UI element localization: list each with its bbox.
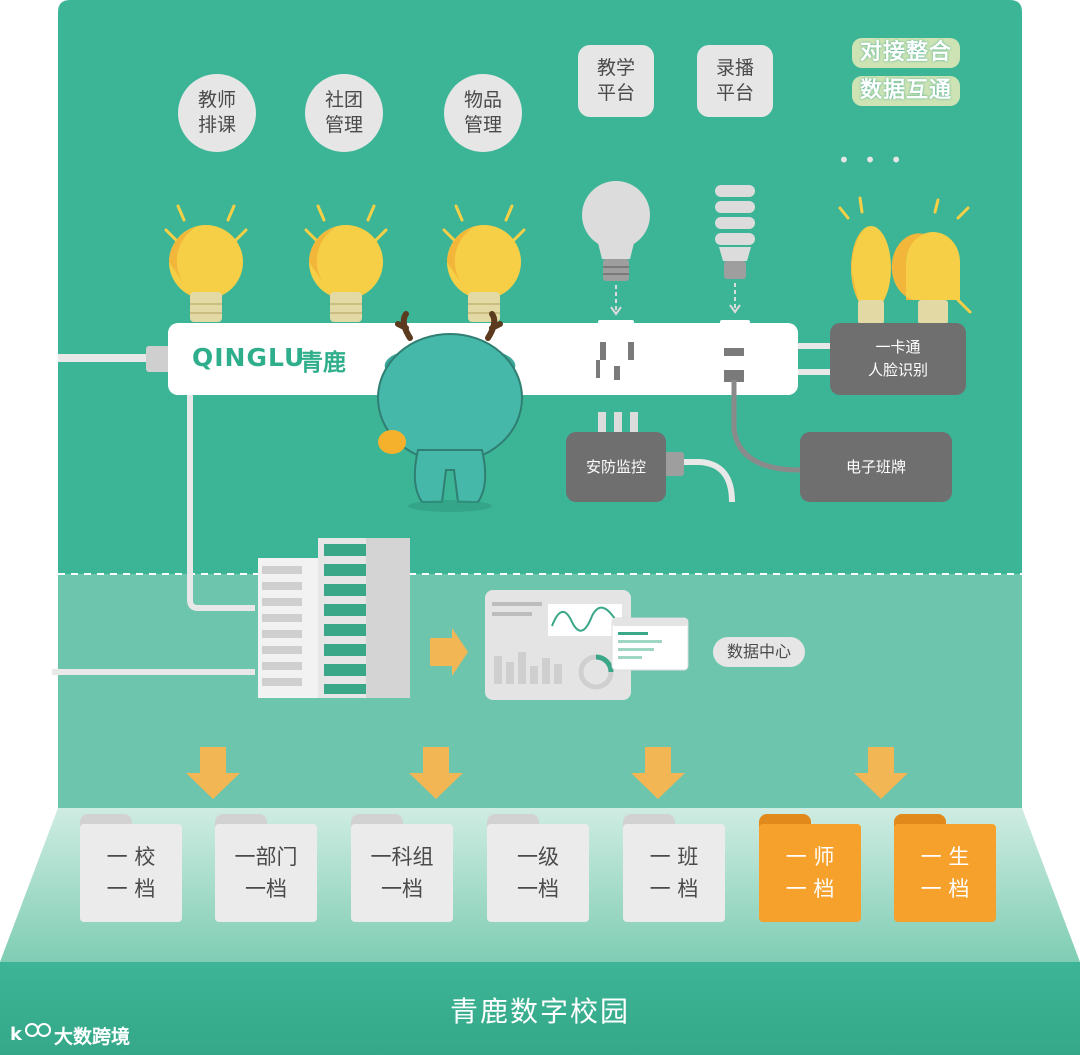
bulb-icon bbox=[304, 204, 388, 322]
bulbs-graphic bbox=[164, 181, 972, 324]
spiral-bulb-icon bbox=[715, 185, 755, 314]
bubble-teacher-scheduling: 教师 排课 bbox=[178, 74, 256, 152]
integration-tag-line2: 数据互通 bbox=[852, 76, 961, 106]
brand-cn: 青鹿 bbox=[300, 350, 346, 376]
data-center-label: 数据中心 bbox=[713, 637, 806, 667]
watermark-text: 大数跨境 bbox=[54, 1026, 131, 1048]
folder-label: 一级 一档 bbox=[487, 824, 589, 922]
arrow-right-icon bbox=[430, 628, 468, 676]
folder-label: 一部门 一档 bbox=[215, 824, 317, 922]
folder-label: 一科组 一档 bbox=[351, 824, 453, 922]
bulb-icon bbox=[442, 204, 526, 322]
folder-school-archive: 一 校 一 档 bbox=[80, 814, 182, 922]
oval-bulbs-icon bbox=[838, 196, 972, 324]
gray-bulb-icon bbox=[582, 181, 650, 316]
tile-teaching-platform: 教学 平台 bbox=[578, 45, 654, 117]
folder-label: 一 师 一 档 bbox=[759, 824, 861, 922]
bubble-item-management: 物品 管理 bbox=[444, 74, 522, 152]
folder-teacher-archive: 一 师 一 档 bbox=[759, 814, 861, 922]
bulb-icon bbox=[164, 204, 248, 322]
brand-latin: QINGLU bbox=[192, 343, 306, 372]
arrow-down-icon bbox=[854, 747, 908, 799]
tile-recording-platform: 录播 平台 bbox=[697, 45, 773, 117]
folder-class-archive: 一 班 一 档 bbox=[623, 814, 725, 922]
socket-icon bbox=[596, 320, 634, 380]
watermark-logo-icon: k bbox=[10, 1023, 51, 1045]
server-dashboard-graphic bbox=[258, 538, 689, 700]
bubble-club-management: 社团 管理 bbox=[305, 74, 383, 152]
arrow-down-icon bbox=[186, 747, 240, 799]
arrow-down-icon bbox=[409, 747, 463, 799]
dashboard-icon bbox=[485, 590, 689, 700]
folder-label: 一 校 一 档 bbox=[80, 824, 182, 922]
deer-mascot-icon bbox=[377, 311, 523, 512]
folder-label: 一 班 一 档 bbox=[623, 824, 725, 922]
ellipsis-more: • • • bbox=[838, 148, 907, 172]
security-monitoring-box: 安防监控 bbox=[566, 432, 666, 502]
campus-title: 青鹿数字校园 bbox=[449, 995, 630, 1028]
server-rack-icon bbox=[258, 538, 410, 698]
electronic-class-board-box: 电子班牌 bbox=[800, 432, 952, 502]
usb-socket-icon bbox=[720, 320, 750, 382]
arrow-down-icon bbox=[631, 747, 685, 799]
card-face-recognition-box: 一卡通 人脸识别 bbox=[830, 323, 966, 395]
svg-text:k: k bbox=[10, 1024, 23, 1045]
down-arrows-graphic bbox=[186, 747, 908, 799]
folder-grade-archive: 一级 一档 bbox=[487, 814, 589, 922]
folder-label: 一 生 一 档 bbox=[894, 824, 996, 922]
folder-department-archive: 一部门 一档 bbox=[215, 814, 317, 922]
integration-tag-line1: 对接整合 bbox=[852, 38, 961, 68]
folder-student-archive: 一 生 一 档 bbox=[894, 814, 996, 922]
folder-subject-group-archive: 一科组 一档 bbox=[351, 814, 453, 922]
